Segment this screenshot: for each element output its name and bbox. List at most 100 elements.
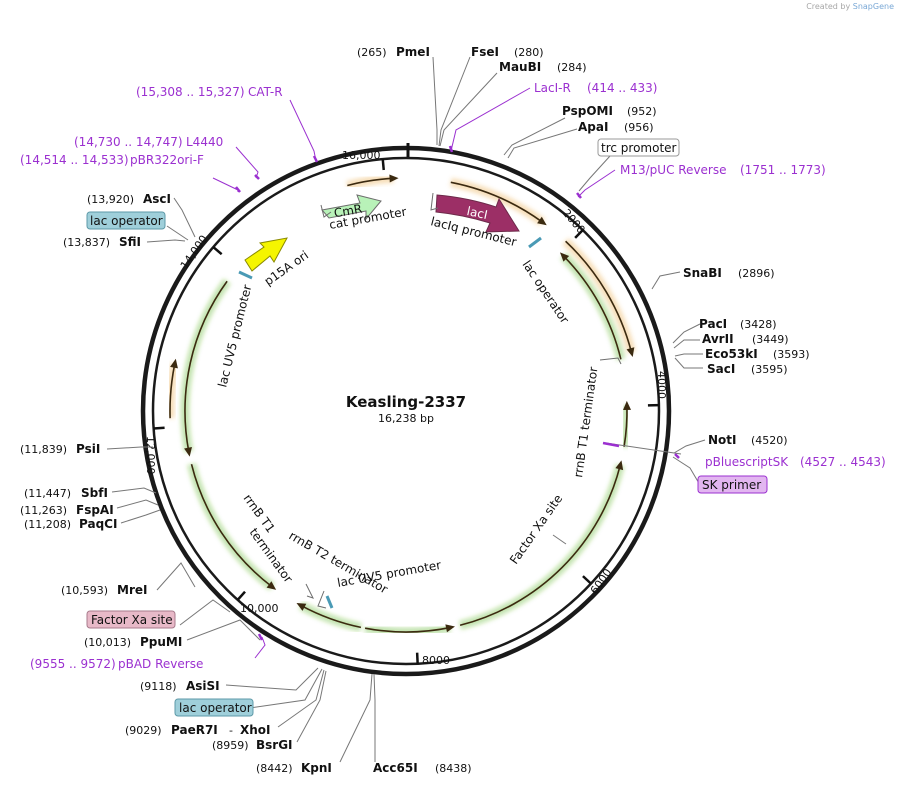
tick-mark [582, 575, 592, 585]
sk-primer-box[interactable]: SK primer [697, 475, 768, 494]
p15a-ori [244, 237, 288, 272]
svg-text:(952): (952) [627, 105, 657, 118]
svg-text:PacI: PacI [699, 317, 727, 331]
svg-text:(3428): (3428) [740, 318, 777, 331]
site-paqci[interactable]: (11,208)PaqCI [24, 517, 117, 531]
tick-label: 16,000 [342, 149, 381, 162]
laci-label: lacI [466, 204, 489, 222]
site-acc65i[interactable]: Acc65I(8438) [373, 761, 472, 775]
svg-text:pBR322ori-F: pBR322ori-F [130, 153, 204, 167]
lac-operator-glyph-bottom [325, 595, 334, 609]
rrnb-t1-terminator-right-label: rrnB T1 terminator [571, 366, 600, 479]
backbone [140, 145, 672, 677]
svg-text:(11,839): (11,839) [20, 443, 67, 456]
site-ppumi[interactable]: (10,013)PpuMI [84, 635, 182, 649]
svg-text:(9029): (9029) [125, 724, 162, 737]
svg-text:XhoI: XhoI [240, 723, 271, 737]
svg-text:(1751 .. 1773): (1751 .. 1773) [740, 163, 826, 177]
svg-text:L4440: L4440 [186, 135, 223, 149]
site-sfii[interactable]: (13,837)SfiI [63, 235, 141, 249]
primer-ticks [235, 145, 680, 641]
site-apai[interactable]: ApaI(956) [578, 120, 654, 134]
feature-arc-halo [458, 464, 625, 630]
site-eco53ki[interactable]: Eco53kI (3593) [705, 347, 810, 361]
primer-m13-puc-reverse[interactable]: M13/pUC Reverse(1751 .. 1773) [620, 163, 826, 177]
site-mrei[interactable]: (10,593)MreI [61, 583, 147, 597]
svg-text:(280): (280) [514, 46, 544, 59]
lac-operator-inner-label: lac operator [520, 258, 572, 326]
tick-label: 10,000 [240, 602, 279, 615]
svg-text:FseI: FseI [471, 45, 499, 59]
svg-text:AscI: AscI [143, 192, 171, 206]
primer-leaders [212, 87, 616, 659]
svg-text:(14,514 .. 14,533): (14,514 .. 14,533) [20, 153, 129, 167]
tick-label: 12,000 [144, 436, 157, 475]
primer-laci-r[interactable]: LacI-R(414 .. 433) [534, 81, 657, 95]
feature-arc [364, 626, 451, 633]
primer-l4440[interactable]: (14,730 .. 14,747)L4440 [74, 135, 223, 149]
primer-pbad-reverse[interactable]: (9555 .. 9572)pBAD Reverse [30, 657, 203, 671]
site-pspomi[interactable]: PspOMI(952) [562, 104, 657, 118]
site-psii[interactable]: (11,839)PsiI [20, 442, 100, 456]
rrnb-t2-glyph [317, 590, 327, 609]
primer-pbr322ori-f[interactable]: (14,514 .. 14,533)pBR322ori-F [20, 153, 204, 167]
tick-mark [153, 426, 165, 430]
svg-text:(3449): (3449) [752, 333, 789, 346]
svg-text:SnaBI: SnaBI [683, 266, 722, 280]
lac-uv5-promoter-left-label: lac UV5 promoter [215, 283, 254, 389]
restriction-sites: (265)PmeI FseI (280) MauBI(284) PspOMI(95… [20, 45, 810, 775]
laciq-promoter-glyph [430, 192, 439, 211]
feature-arc [565, 240, 633, 353]
tick-mark [574, 229, 584, 239]
trc-promoter-box[interactable]: trc promoter [597, 138, 680, 157]
svg-text:(13,920): (13,920) [87, 193, 134, 206]
svg-text:pBAD Reverse: pBAD Reverse [118, 657, 203, 671]
svg-text:(4520): (4520) [751, 434, 788, 447]
svg-text:AvrII: AvrII [702, 332, 734, 346]
plasmid-name: Keasling-2337 [346, 393, 466, 411]
feature-arc [184, 280, 228, 452]
primer-labels: LacI-R(414 .. 433) M13/pUC Reverse(1751 … [20, 81, 886, 671]
site-maubi[interactable]: MauBI(284) [499, 60, 587, 74]
svg-text:(3593): (3593) [773, 348, 810, 361]
factor-xa-site-box[interactable]: Factor Xa site [86, 610, 176, 629]
primer-cat-r[interactable]: (15,308 .. 15,327)CAT-R [136, 85, 283, 99]
site-asisi[interactable]: (9118)AsiSI [140, 679, 220, 693]
svg-text:NotI: NotI [708, 433, 737, 447]
svg-text:(9118): (9118) [140, 680, 177, 693]
site-fspai[interactable]: (11,263) FspAI [20, 503, 114, 517]
feature-arc [190, 464, 273, 588]
lac-operator-box-left[interactable]: lac operator [86, 211, 166, 230]
svg-text:BsrGI: BsrGI [256, 738, 293, 752]
site-bsrgi[interactable]: (8959)BsrGI [212, 738, 293, 752]
svg-text:FspAI: FspAI [76, 503, 114, 517]
svg-text:(4527 .. 4543): (4527 .. 4543) [800, 455, 886, 469]
site-noti[interactable]: NotI (4520) [708, 433, 788, 447]
svg-text:SfiI: SfiI [119, 235, 141, 249]
site-fsei[interactable]: FseI (280) [471, 45, 544, 59]
svg-text:(414 .. 433): (414 .. 433) [587, 81, 657, 95]
site-pmei[interactable]: (265)PmeI [357, 45, 430, 59]
svg-text:ApaI: ApaI [578, 120, 608, 134]
primer-pbluescriptsk[interactable]: pBluescriptSK(4527 .. 4543) [705, 455, 886, 469]
feature-arc [562, 255, 622, 360]
site-asci[interactable]: (13,920) AscI [87, 192, 171, 206]
svg-text:PaeR7I: PaeR7I [171, 723, 218, 737]
svg-text:Eco53kI: Eco53kI [705, 347, 758, 361]
svg-text:(11,263): (11,263) [20, 504, 67, 517]
svg-text:MreI: MreI [117, 583, 147, 597]
site-snabi[interactable]: SnaBI(2896) [683, 266, 775, 280]
lac-operator-box-bottom[interactable]: lac operator [174, 698, 254, 717]
site-saci[interactable]: SacI(3595) [707, 362, 788, 376]
site-kpni[interactable]: (8442)KpnI [256, 761, 332, 775]
svg-text:(8442): (8442) [256, 762, 293, 775]
site-avrii[interactable]: AvrII (3449) [702, 332, 789, 346]
feature-glyphs: CmR lacI [238, 192, 622, 609]
factor-xa-site-inner-label: Factor Xa site [507, 492, 565, 567]
feature-arc-arrowhead [266, 581, 277, 590]
site-paci[interactable]: PacI (3428) [699, 317, 777, 331]
site-paer7i-xhoi[interactable]: (9029)PaeR7I-XhoI [125, 723, 271, 737]
site-sbfi[interactable]: (11,447)SbfI [24, 486, 108, 500]
svg-text:(11,208): (11,208) [24, 518, 71, 531]
